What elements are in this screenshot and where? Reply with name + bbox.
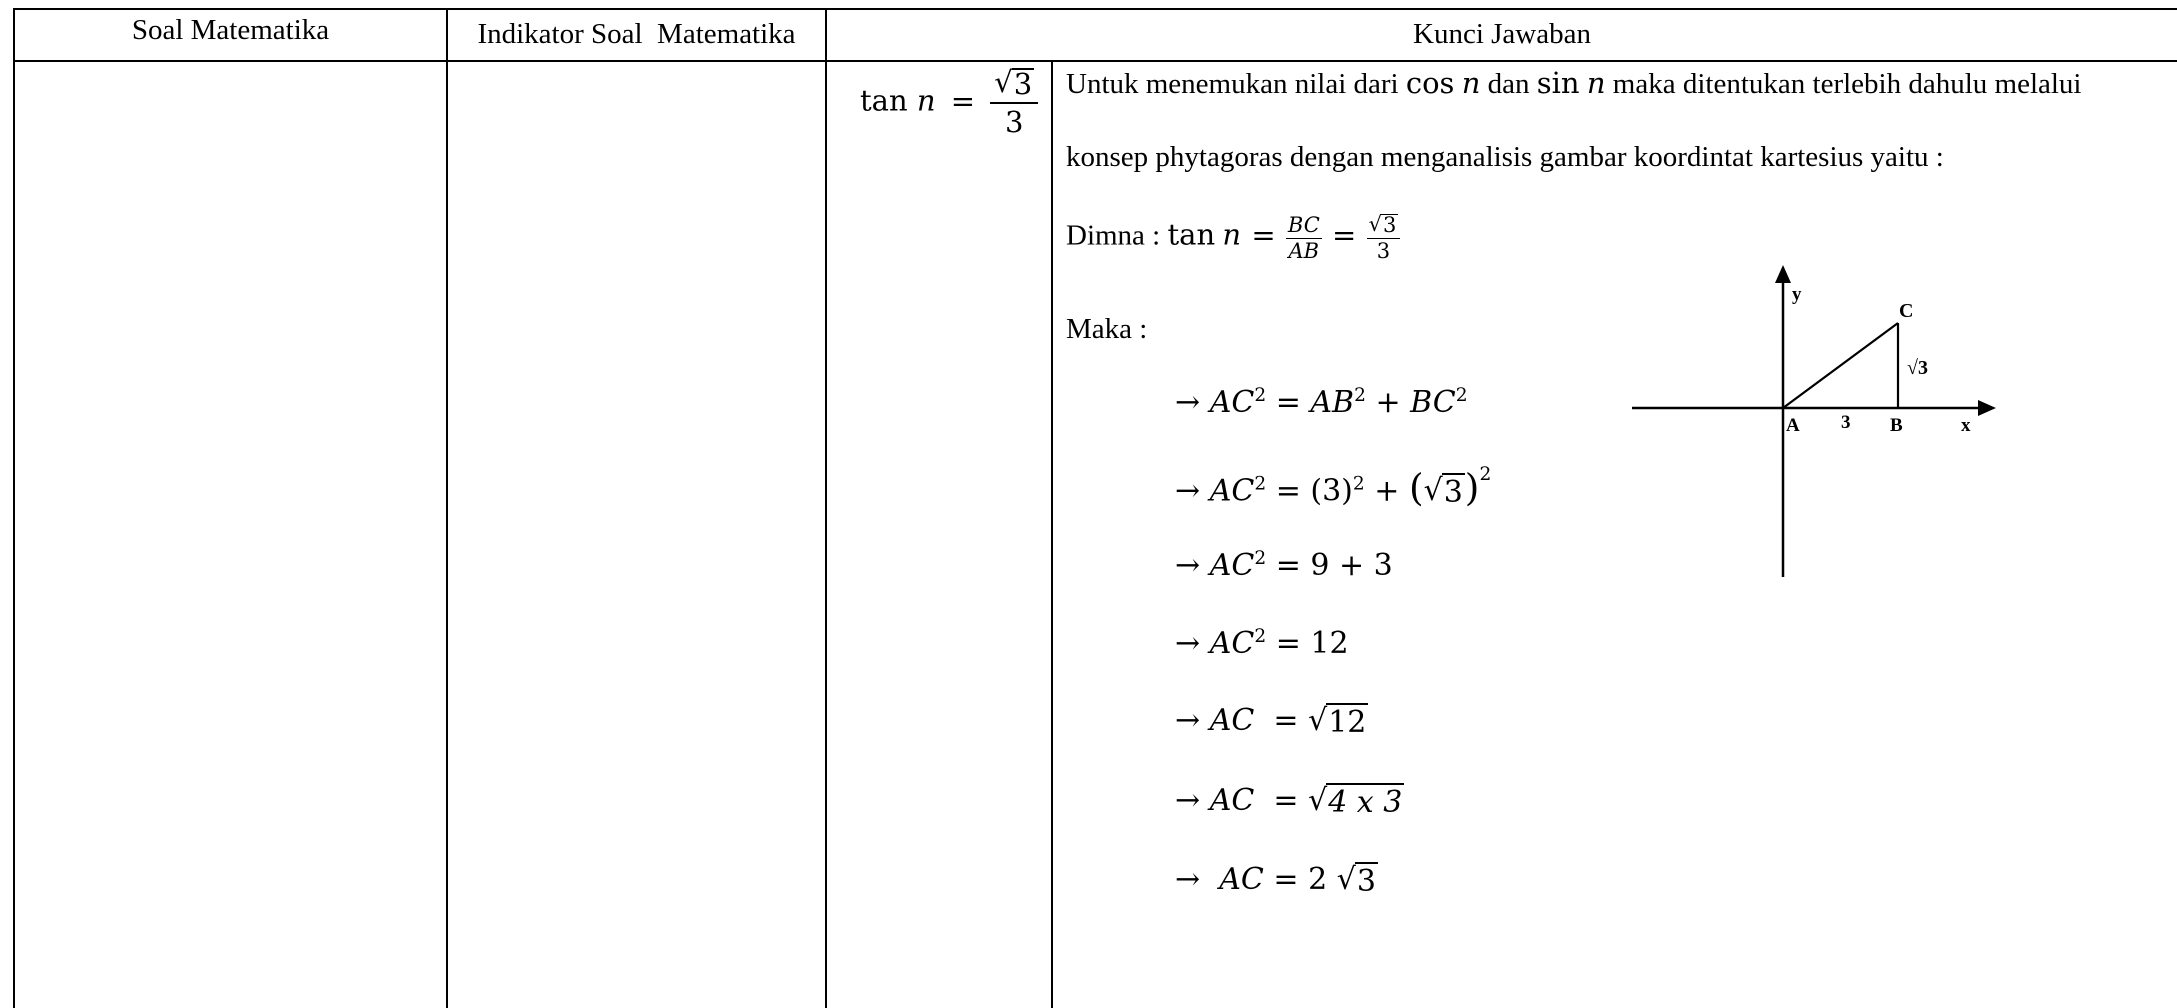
col-divider-2 xyxy=(825,8,827,1008)
x-axis-arrow xyxy=(1978,400,1996,416)
dimna-equation: Dimna : tan n = BC AB = √3 3 xyxy=(1066,212,1401,263)
label-y: y xyxy=(1792,284,1802,305)
step-6: → AC = √4 x 3 xyxy=(1175,783,1405,820)
col-divider-1 xyxy=(446,8,448,1008)
step-7: → AC = 2 √3 xyxy=(1175,862,1378,899)
cartesian-diagram: y C √3 A 3 B x xyxy=(1632,265,1996,577)
header-indikator-soal: Indikator Soal Matematika xyxy=(477,17,796,50)
y-axis-arrow xyxy=(1775,265,1791,283)
intro-line-1: Untuk menemukan nilai dari cos n dan sin… xyxy=(1066,66,2082,100)
hypotenuse-ac xyxy=(1782,322,1899,409)
label-ab-length: 3 xyxy=(1841,412,1851,433)
label-c: C xyxy=(1899,300,1913,322)
header-soal-matematika: Soal Matematika xyxy=(131,14,330,46)
maka-label: Maka : xyxy=(1066,313,1148,345)
step-3: → AC2 = 9 + 3 xyxy=(1175,548,1393,583)
label-x: x xyxy=(1961,415,1971,436)
step-2: → AC2 = (3)2 + (√3)2 xyxy=(1175,464,1492,511)
given-equation: tan n = √3 3 xyxy=(860,68,1039,137)
step-1: → AC2 = AB2 + BC2 xyxy=(1175,385,1468,420)
dimna-fraction-bc-ab: BC AB xyxy=(1285,212,1322,263)
label-bc-length: √3 xyxy=(1907,357,1928,379)
given-fraction: √3 3 xyxy=(990,68,1039,137)
step-5: → AC = √12 xyxy=(1175,703,1369,740)
label-b: B xyxy=(1890,415,1903,436)
header-kunci-jawaban: Kunci Jawaban xyxy=(1413,17,1591,50)
table-top-border xyxy=(13,8,2177,10)
intro-line-2: konsep phytagoras dengan menganalisis ga… xyxy=(1066,141,1944,173)
dimna-fraction-sqrt3-3: √3 3 xyxy=(1366,214,1401,262)
step-4: → AC2 = 12 xyxy=(1175,626,1349,661)
table-left-border xyxy=(13,8,15,1008)
label-a: A xyxy=(1786,415,1800,436)
col-divider-3 xyxy=(1051,60,1053,1008)
header-bottom-border xyxy=(13,60,2177,62)
